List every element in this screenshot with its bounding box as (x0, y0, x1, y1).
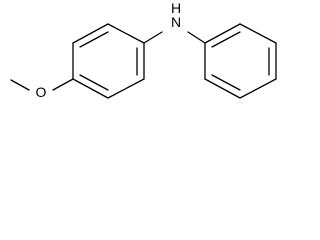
double-bond-ring2-a (211, 31, 241, 48)
structure-diagram: O N H (10, 0, 277, 100)
double-bond-ring1-a (79, 31, 109, 48)
bond-ring1-d (107, 78, 145, 99)
methoxyphenyl-ring (72, 23, 145, 99)
bond-ring1-a (72, 23, 109, 44)
bond-ring-to-oxygen (52, 78, 74, 91)
phenyl-ring (204, 23, 277, 99)
amine-bridge: N H (143, 0, 206, 44)
bond-oxygen-to-methyl (10, 79, 30, 91)
bond-ring2-b (239, 23, 277, 44)
bond-ring2-a (204, 23, 241, 44)
double-bond-ring1-e (79, 74, 109, 91)
bond-nitrogen-to-ring2 (187, 31, 206, 44)
methoxy-group: O (10, 78, 74, 100)
bond-ring1-e (72, 78, 109, 99)
hydrogen-label: H (171, 0, 181, 16)
bond-ring2-e (204, 78, 241, 99)
bond-ring1-b (107, 23, 145, 44)
bond-ring2-d (239, 78, 277, 99)
nitrogen-label: N (171, 14, 181, 30)
bond-ring1-to-nitrogen (143, 31, 163, 44)
double-bond-ring2-e (211, 74, 241, 91)
oxygen-label: O (36, 84, 47, 100)
